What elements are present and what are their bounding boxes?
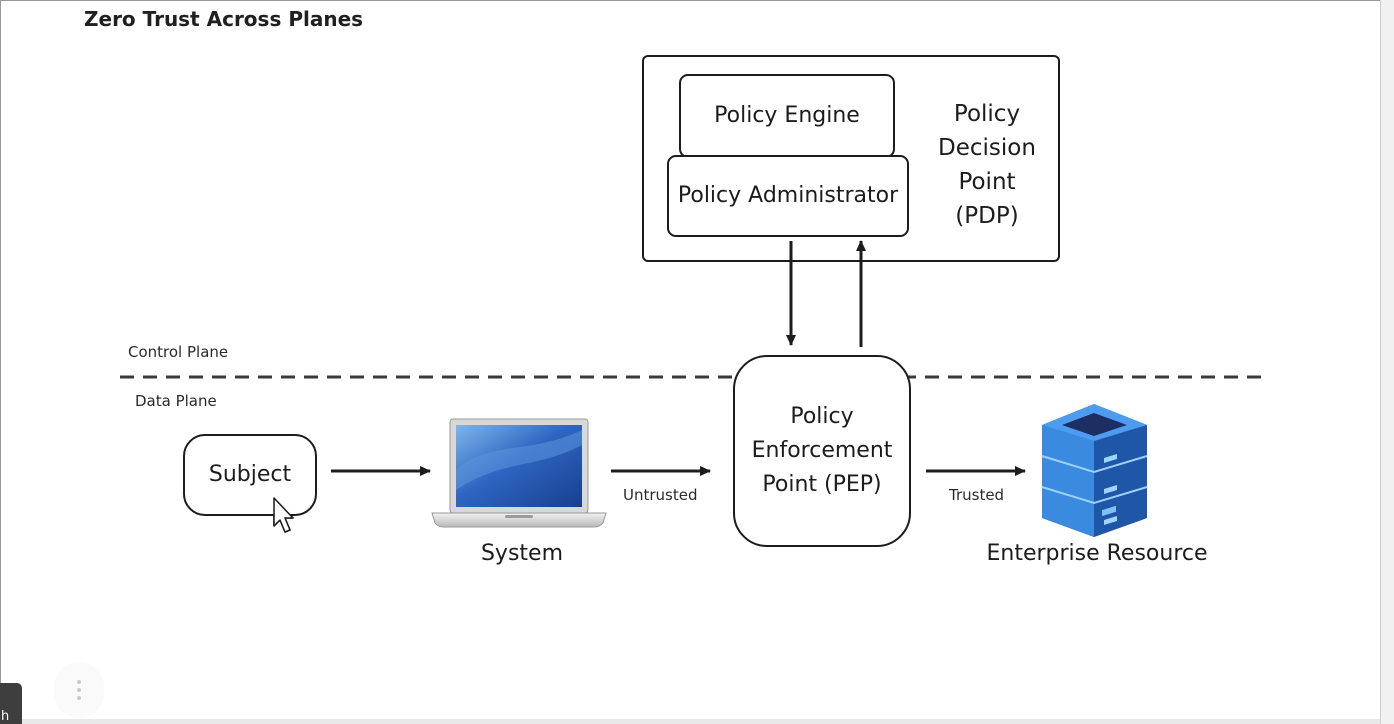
- dock-tab[interactable]: h: [0, 683, 22, 724]
- right-edge-bar: [1380, 0, 1394, 724]
- policy-engine-box: Policy Engine: [679, 74, 895, 158]
- pep-label-line: Enforcement: [751, 438, 893, 463]
- subject-box: Subject: [183, 434, 317, 516]
- data-plane-label: Data Plane: [135, 392, 217, 410]
- pep-box: Policy Enforcement Point (PEP): [733, 355, 911, 547]
- pdp-label-line: (PDP): [955, 203, 1019, 229]
- slide-title: Zero Trust Across Planes: [84, 7, 364, 31]
- policy-engine-label: Policy Engine: [714, 103, 860, 128]
- enterprise-resource-label: Enterprise Resource: [986, 541, 1208, 566]
- pdp-label-line: Decision: [938, 135, 1036, 161]
- system-label: System: [480, 541, 564, 566]
- pep-label-line: Point (PEP): [762, 472, 882, 497]
- untrusted-label: Untrusted: [623, 486, 698, 504]
- subject-label: Subject: [208, 462, 292, 487]
- pdp-label-line: Point: [958, 169, 1016, 195]
- pdp-label-line: Policy: [953, 101, 1021, 127]
- dock-tab-label: h: [1, 709, 10, 724]
- more-options-button[interactable]: [54, 662, 104, 718]
- server-stack-icon: [1041, 404, 1148, 537]
- pep-label-line: Policy: [790, 404, 854, 429]
- laptop-icon: [431, 418, 607, 528]
- control-plane-label: Control Plane: [128, 343, 229, 361]
- bottom-edge-bar: [0, 719, 1380, 724]
- trusted-label: Trusted: [949, 486, 1005, 504]
- pdp-label: Policy Decision Point (PDP): [928, 97, 1046, 233]
- policy-administrator-box: Policy Administrator: [667, 155, 909, 237]
- kebab-icon: [77, 678, 81, 702]
- policy-administrator-label: Policy Administrator: [677, 183, 899, 208]
- pdp-container: [642, 55, 1060, 262]
